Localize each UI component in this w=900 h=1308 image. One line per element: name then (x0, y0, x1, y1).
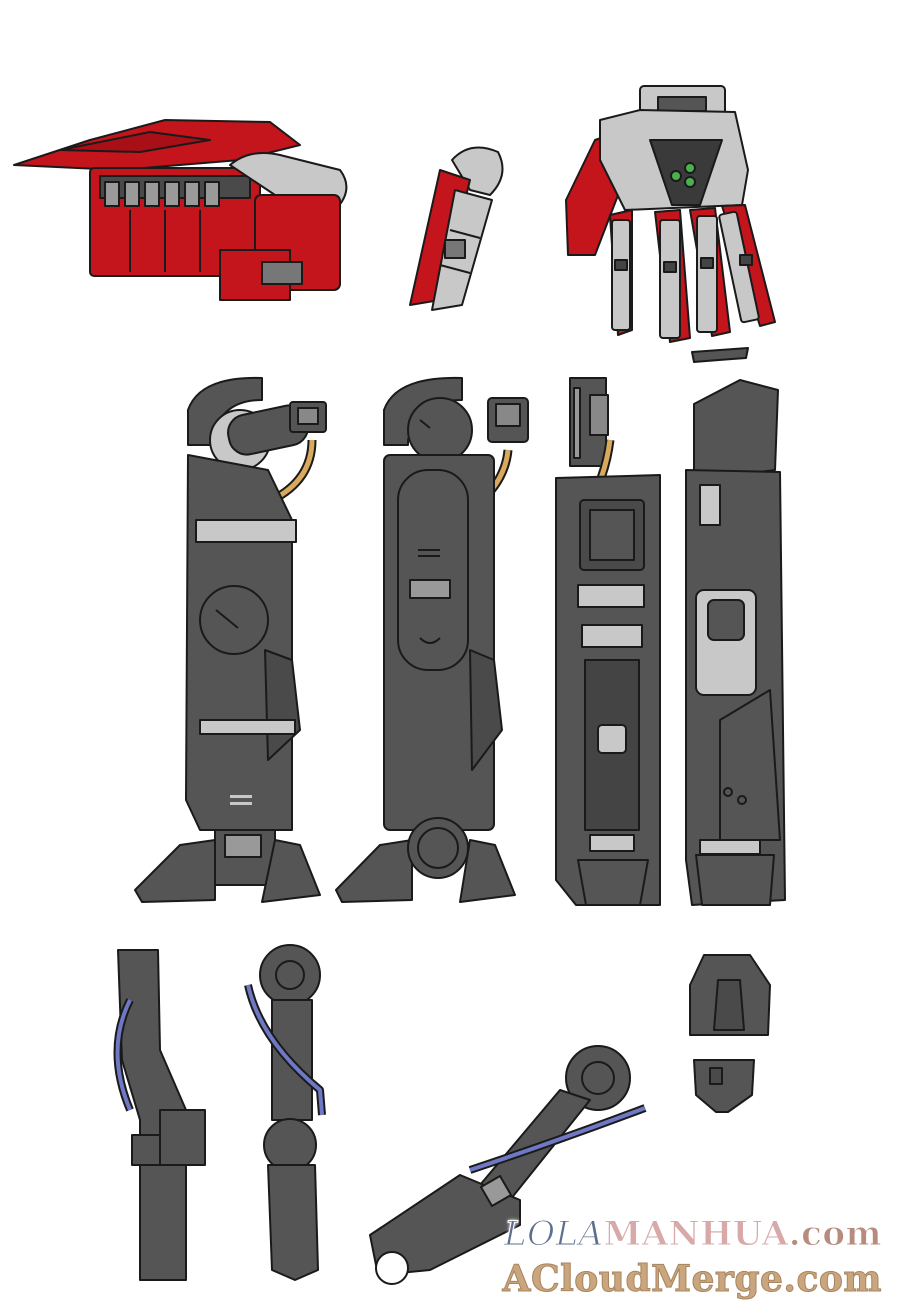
arm-armor-side-view-1 (134, 376, 327, 903)
inner-frame-front-view (244, 944, 326, 1281)
small-armor-piece-upper (689, 954, 771, 1036)
robot-hand-palm-view (565, 85, 776, 343)
watermark-part-manhua: MANHUA (603, 1214, 789, 1255)
arm-armor-side-view-2 (335, 376, 529, 903)
watermark-part-com: .com (788, 1214, 882, 1255)
arm-armor-back-view (685, 347, 786, 906)
inner-frame-side-view (113, 949, 206, 1281)
small-armor-piece-lower (693, 1059, 755, 1113)
watermark-part-lola: LOLA (504, 1214, 604, 1255)
red-fist-side-view (13, 119, 348, 301)
watermark-acloudmerge: ACloudMerge.com (502, 1258, 882, 1301)
watermark-lolamanhua: LOLAMANHUA.com (504, 1214, 882, 1255)
red-finger-segment (409, 146, 504, 311)
inner-frame-bent-arm (369, 1045, 647, 1285)
arm-armor-front-view (555, 377, 661, 906)
